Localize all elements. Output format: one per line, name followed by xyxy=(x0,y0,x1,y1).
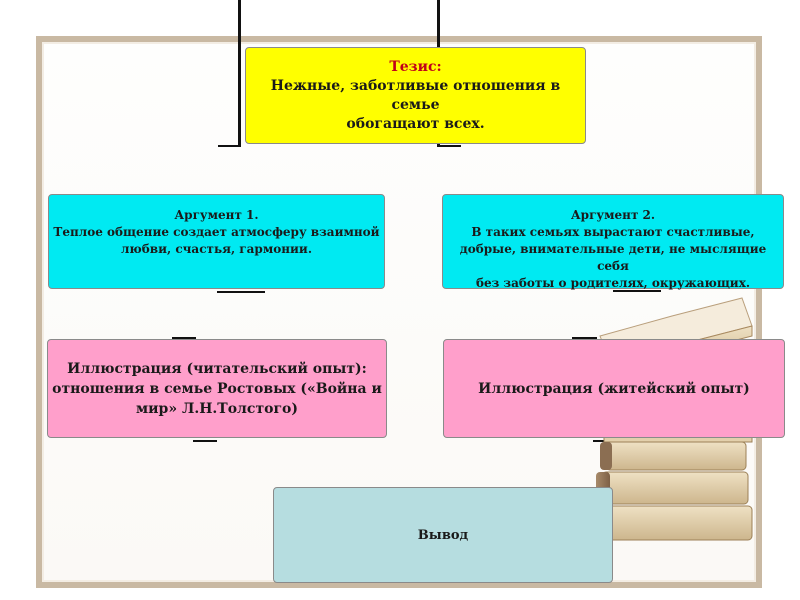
argument-2-heading: Аргумент 2. xyxy=(570,208,656,222)
illustration-reader-line: отношения в семье Ростовых («Война и xyxy=(52,380,382,397)
argument-1-heading: Аргумент 1. xyxy=(174,208,259,222)
connector-dash xyxy=(572,337,597,339)
connector-dash xyxy=(217,291,265,293)
argument-2-text-line: без заботы о родителях, окружающих. xyxy=(475,276,751,290)
connector-line-left-foot xyxy=(218,145,241,147)
illustration-reader-box: Иллюстрация (читательский опыт): отношен… xyxy=(47,339,387,438)
argument-1-text-line: любви, счастья, гармонии. xyxy=(120,242,313,256)
illustration-life-box: Иллюстрация (житейский опыт) xyxy=(443,339,785,438)
connector-dash xyxy=(613,290,661,292)
illustration-life-line: Иллюстрация (житейский опыт) xyxy=(478,380,750,397)
connector-dash xyxy=(172,337,196,339)
conclusion-label: Вывод xyxy=(417,527,469,543)
argument-1-box: Аргумент 1. Теплое общение создает атмос… xyxy=(48,194,385,289)
thesis-text-line: Нежные, заботливые отношения в семье xyxy=(270,77,561,113)
conclusion-box: Вывод xyxy=(273,487,613,583)
thesis-text-line: обогащают всех. xyxy=(346,115,485,132)
argument-2-text-line: В таких семьях вырастают счастливые, xyxy=(471,225,755,239)
connector-line-right-foot xyxy=(437,145,461,147)
thesis-box: Тезис: Нежные, заботливые отношения в се… xyxy=(245,47,586,144)
connector-line-left xyxy=(238,0,241,147)
argument-1-text-line: Теплое общение создает атмосферу взаимно… xyxy=(53,225,380,239)
argument-2-box: Аргумент 2. В таких семьях вырастают сча… xyxy=(442,194,784,290)
illustration-reader-line: Иллюстрация (читательский опыт): xyxy=(67,360,367,377)
connector-dash xyxy=(193,440,217,442)
illustration-reader-line: мир» Л.Н.Толстого) xyxy=(135,400,299,417)
thesis-heading: Тезис: xyxy=(389,58,442,75)
argument-2-text-line: добрые, внимательные дети, не мыслящие с… xyxy=(459,242,767,273)
